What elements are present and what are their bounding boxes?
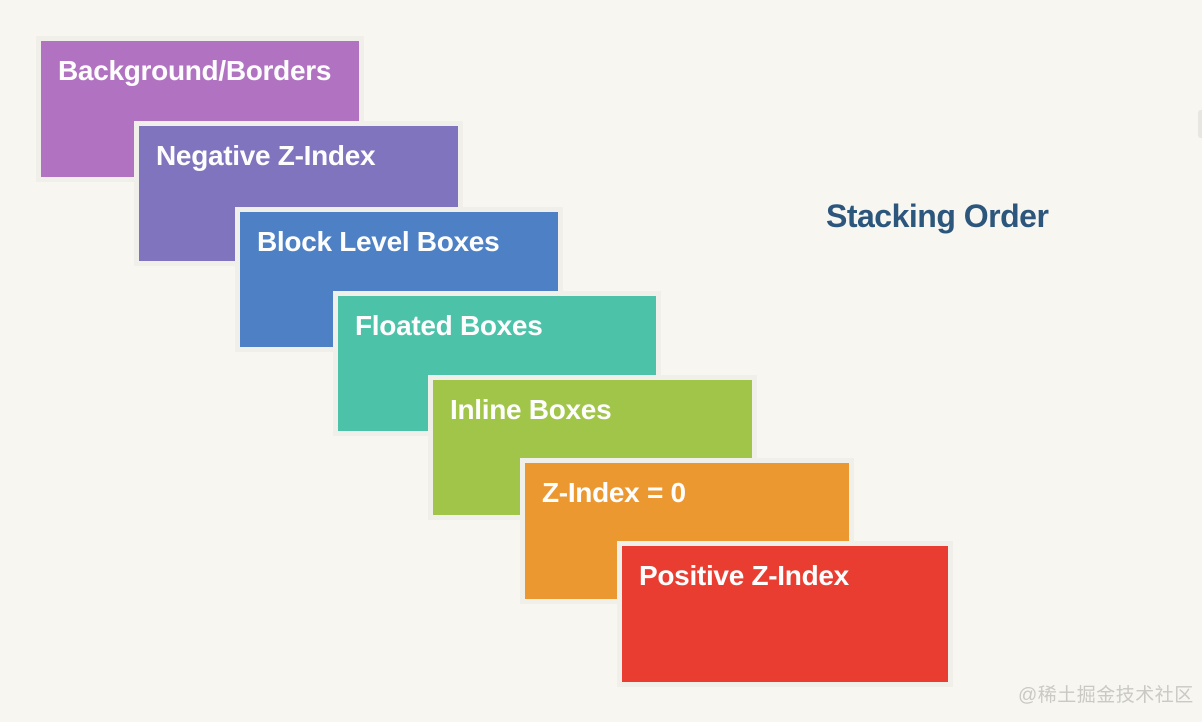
layer-label: Block Level Boxes: [257, 226, 500, 257]
layer-label: Inline Boxes: [450, 394, 612, 425]
layer-label: Negative Z-Index: [156, 140, 376, 171]
layer-box-positive-z-index: Positive Z-Index: [622, 546, 948, 682]
diagram-title: Stacking Order: [826, 198, 1049, 234]
edge-artifact: [1198, 110, 1202, 138]
layer-label: Z-Index = 0: [542, 477, 686, 508]
layer-label: Floated Boxes: [355, 310, 543, 341]
layer-label: Positive Z-Index: [639, 560, 849, 591]
layer-label: Background/Borders: [58, 55, 332, 86]
layer-box-floated-boxes: Floated Boxes: [338, 296, 656, 431]
watermark: @稀土掘金技术社区: [1018, 685, 1194, 706]
